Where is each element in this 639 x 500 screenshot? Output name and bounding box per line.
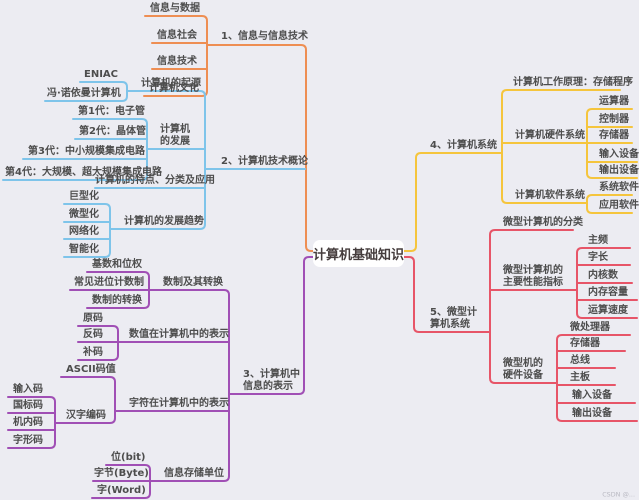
node-inverse-code[interactable]: 反码 (83, 329, 103, 340)
node-memory[interactable]: 存储器 (599, 130, 629, 141)
node-microcomputer-classification[interactable]: 微型计算机的分类 (503, 217, 583, 228)
branch5-lines (403, 229, 638, 422)
node-computer-development[interactable]: 计算机 的发展 (160, 124, 190, 147)
node-hardware-system[interactable]: 计算机硬件系统 (515, 130, 585, 141)
node-motherboard[interactable]: 主板 (570, 372, 590, 383)
node-system-software[interactable]: 系统软件 (599, 182, 639, 193)
node-byte[interactable]: 字节(Byte) (94, 468, 149, 479)
node-internal-code[interactable]: 机内码 (13, 417, 43, 428)
node-ascii-code[interactable]: ASCII码值 (66, 364, 116, 375)
node-bus[interactable]: 总线 (570, 355, 590, 366)
branch2-lines (2, 81, 306, 258)
node-output-devices[interactable]: 输出设备 (599, 165, 639, 176)
node-number-systems-conversion[interactable]: 数制及其转换 (163, 277, 223, 288)
node-chinese-character-encoding[interactable]: 汉字编码 (66, 410, 106, 421)
node-information-and-data[interactable]: 信息与数据 (150, 3, 200, 14)
node-trend-networking[interactable]: 网络化 (69, 226, 99, 237)
branch-5-label[interactable]: 5、微型计 算机系统 (430, 307, 477, 330)
central-topic[interactable]: 计算机基础知识 (313, 240, 404, 267)
node-storage[interactable]: 存储器 (570, 338, 600, 349)
node-complement-code[interactable]: 补码 (83, 347, 103, 358)
node-storage-units[interactable]: 信息存储单位 (164, 468, 224, 479)
node-input-code[interactable]: 输入码 (13, 384, 43, 395)
node-gen3-ic[interactable]: 第3代：中小规模集成电路 (28, 146, 145, 157)
node-application-software[interactable]: 应用软件 (599, 200, 639, 211)
node-information-technology[interactable]: 信息技术 (157, 56, 197, 67)
branch3-lines (7, 256, 314, 499)
node-bit[interactable]: 位(bit) (111, 452, 146, 463)
node-clock-frequency[interactable]: 主频 (588, 235, 608, 246)
node-gen2-transistor[interactable]: 第2代：晶体管 (79, 126, 146, 137)
node-gen1-vacuum-tube[interactable]: 第1代：电子管 (78, 106, 145, 117)
node-micro-output-devices[interactable]: 输出设备 (572, 408, 612, 419)
node-word[interactable]: 字(Word) (97, 485, 146, 496)
node-trend-miniaturization[interactable]: 微型化 (69, 209, 99, 220)
node-core-count[interactable]: 内核数 (588, 270, 618, 281)
branch-3-label[interactable]: 3、计算机中 信息的表示 (243, 369, 300, 392)
branch-1-label[interactable]: 1、信息与信息技术 (221, 31, 308, 42)
node-numeric-representation[interactable]: 数值在计算机中的表示 (129, 329, 229, 340)
node-number-system-conversion[interactable]: 数制的转换 (92, 295, 142, 306)
node-memory-capacity[interactable]: 内存容量 (588, 287, 628, 298)
node-original-code[interactable]: 原码 (83, 313, 103, 324)
node-software-system[interactable]: 计算机软件系统 (515, 190, 585, 201)
node-trend-intelligence[interactable]: 智能化 (69, 244, 99, 255)
node-development-trends[interactable]: 计算机的发展趋势 (124, 216, 204, 227)
node-performance-indicators[interactable]: 微型计算机的 主要性能指标 (503, 265, 563, 288)
node-computer-culture[interactable]: 计算机文化 (149, 83, 199, 94)
node-information-society[interactable]: 信息社会 (157, 30, 197, 41)
node-von-neumann-computer[interactable]: 冯·诺依曼计算机 (47, 88, 121, 99)
node-computer-origin[interactable]: 计算机的起源 (141, 78, 201, 89)
node-computer-features-classification-applications[interactable]: 计算机的特点、分类及应用 (95, 175, 215, 186)
node-gb-code[interactable]: 国标码 (13, 400, 43, 411)
branch-4-label[interactable]: 4、计算机系统 (430, 140, 497, 151)
node-gen4-vlsi[interactable]: 第4代：大规模、超大规模集成电路 (5, 167, 162, 178)
csdn-watermark: CSDN @... (602, 490, 635, 498)
node-alu[interactable]: 运算器 (599, 96, 629, 107)
node-controller[interactable]: 控制器 (599, 114, 629, 125)
node-input-devices[interactable]: 输入设备 (599, 149, 639, 160)
node-word-length[interactable]: 字长 (588, 252, 608, 263)
node-microprocessor[interactable]: 微处理器 (570, 322, 610, 333)
node-micro-input-devices[interactable]: 输入设备 (572, 390, 612, 401)
node-common-number-systems[interactable]: 常见进位计数制 (74, 277, 144, 288)
node-microcomputer-hardware[interactable]: 微型机的 硬件设备 (503, 358, 543, 381)
node-character-representation[interactable]: 字符在计算机中的表示 (129, 398, 229, 409)
node-operation-speed[interactable]: 运算速度 (588, 305, 628, 316)
node-eniac[interactable]: ENIAC (84, 69, 118, 80)
branch-2-label[interactable]: 2、计算机技术概论 (221, 156, 308, 167)
node-trend-giant[interactable]: 巨型化 (69, 191, 99, 202)
node-glyph-code[interactable]: 字形码 (13, 435, 43, 446)
node-base-and-weight[interactable]: 基数和位权 (92, 259, 142, 270)
branch4-lines (403, 89, 638, 252)
node-stored-program-principle[interactable]: 计算机工作原理：存储程序 (513, 77, 633, 88)
